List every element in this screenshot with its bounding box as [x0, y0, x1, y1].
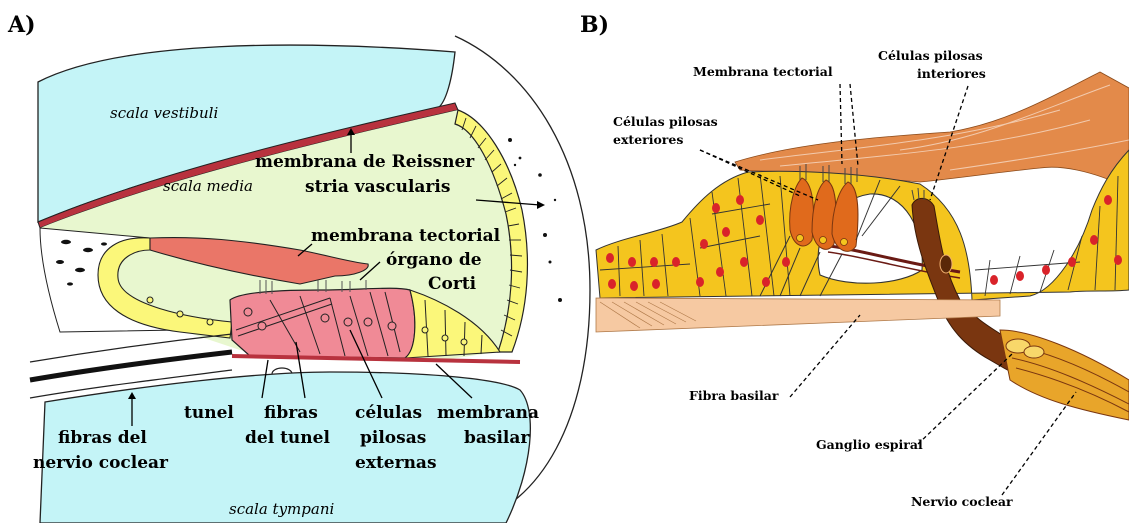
label-b-interiores-2: interiores — [917, 66, 986, 81]
label-b-nervio: Nervio coclear — [911, 494, 1013, 509]
panel-a-tag: A) — [7, 12, 35, 38]
label-organo-2: Corti — [428, 274, 477, 294]
label-fibras-tunel-1: fibras — [264, 403, 318, 423]
label-basilar-1: membrana — [437, 403, 539, 423]
label-stria: stria vascularis — [305, 177, 450, 197]
panel-a: A) — [7, 12, 590, 523]
panel-b: B) — [580, 12, 1129, 509]
label-celulas-1: células — [355, 403, 422, 423]
label-basilar-2: basilar — [464, 428, 530, 448]
inner-hair-nucleus — [940, 255, 952, 273]
label-organo-1: órgano de — [386, 250, 482, 270]
label-fibras-nervio-1: fibras del — [58, 428, 147, 448]
label-celulas-3: externas — [355, 453, 437, 473]
label-b-fibra-basilar: Fibra basilar — [689, 388, 779, 403]
label-tunel: tunel — [184, 403, 234, 423]
label-scala-vestibuli: scala vestibuli — [110, 104, 218, 122]
panel-b-tectorial-membrane — [735, 72, 1129, 188]
label-b-exteriores-1: Células pilosas — [613, 114, 718, 129]
label-tectorial: membrana tectorial — [311, 226, 501, 246]
label-b-interiores-1: Células pilosas — [878, 48, 983, 63]
label-reissner: membrana de Reissner — [255, 152, 475, 172]
label-celulas-2: pilosas — [360, 428, 426, 448]
basilar-fiber — [596, 298, 1000, 332]
label-fibras-nervio-2: nervio coclear — [33, 453, 169, 473]
label-fibras-tunel-2: del tunel — [245, 428, 330, 448]
label-b-exteriores-2: exteriores — [613, 132, 683, 147]
cochlear-nerve-fibers — [30, 352, 232, 380]
label-scala-media: scala media — [163, 177, 253, 195]
label-b-tectorial: Membrana tectorial — [693, 64, 833, 79]
panel-b-tag: B) — [580, 12, 609, 38]
label-scala-tympani: scala tympani — [229, 500, 334, 518]
label-b-ganglio: Ganglio espiral — [816, 437, 923, 452]
